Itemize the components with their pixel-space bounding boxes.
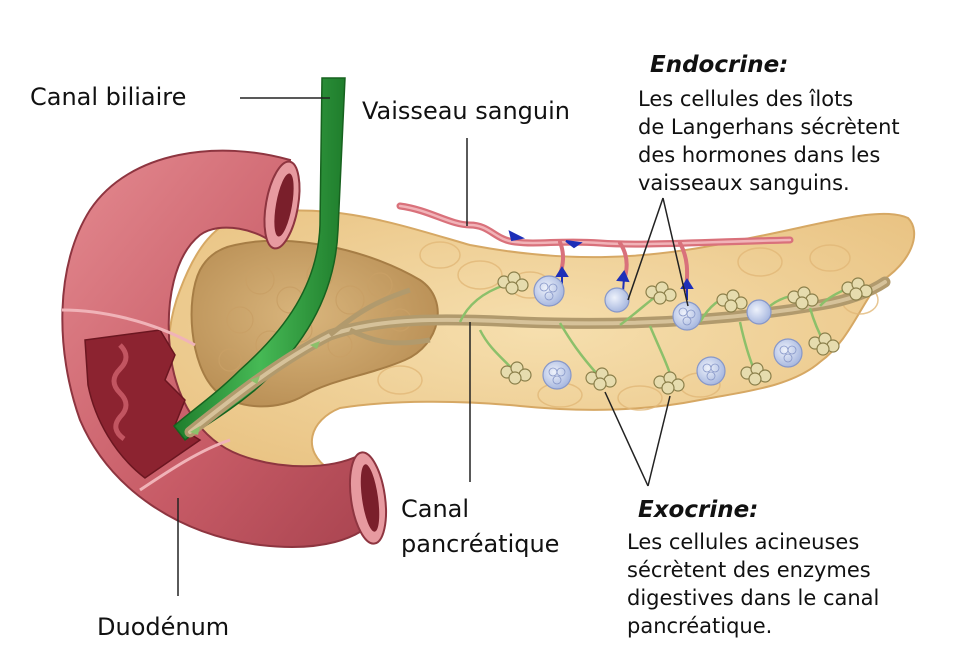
endocrine-line: de Langerhans sécrètent (638, 115, 900, 139)
islet-cells (539, 282, 797, 385)
leader-endocrine-2 (662, 197, 689, 307)
endocrine-line: vaisseaux sanguins. (638, 171, 850, 195)
label-duodenum: Duodénum (97, 613, 230, 641)
label-canal-biliaire: Canal biliaire (30, 83, 187, 111)
exocrine-line: Les cellules acineuses (627, 530, 860, 554)
label-canal-pancreatique-line1: Canal (401, 495, 470, 523)
leader-lines (177, 97, 689, 596)
endocrine-title: Endocrine: (650, 52, 789, 78)
duodenum-folds (111, 343, 129, 442)
exocrine-line: sécrètent des enzymes (627, 558, 871, 582)
leader-exocrine-2 (647, 395, 671, 487)
leader-endocrine-1 (627, 197, 664, 301)
leader-exocrine-1 (604, 391, 649, 487)
endocrine-line: des hormones dans les (638, 143, 881, 167)
duct-flow-arrows (190, 341, 320, 435)
duodenum-cutaway (84, 329, 202, 479)
exocrine-title: Exocrine: (638, 497, 759, 523)
exocrine-line: pancréatique. (627, 614, 773, 638)
acini (497, 271, 873, 395)
duodenum-top-lumen (274, 173, 294, 237)
duodenum-cut-edge (61, 308, 231, 492)
label-vaisseau-sanguin: Vaisseau sanguin (362, 97, 570, 125)
endocrine-line: Les cellules des îlots (638, 87, 854, 111)
duct-branch-head (328, 287, 431, 346)
blood-vessel (396, 202, 794, 248)
exocrine-description: Les cellules acineuses sécrètent des enz… (627, 528, 879, 640)
exocrine-line: digestives dans le canal (627, 586, 880, 610)
pancreas-lobules (377, 241, 879, 411)
label-canal-pancreatique-line2: pancréatique (401, 530, 560, 558)
duodenum-bottom-lumen (360, 464, 380, 532)
endocrine-description: Les cellules des îlots de Langerhans séc… (638, 85, 900, 197)
bile-duct (172, 77, 346, 442)
